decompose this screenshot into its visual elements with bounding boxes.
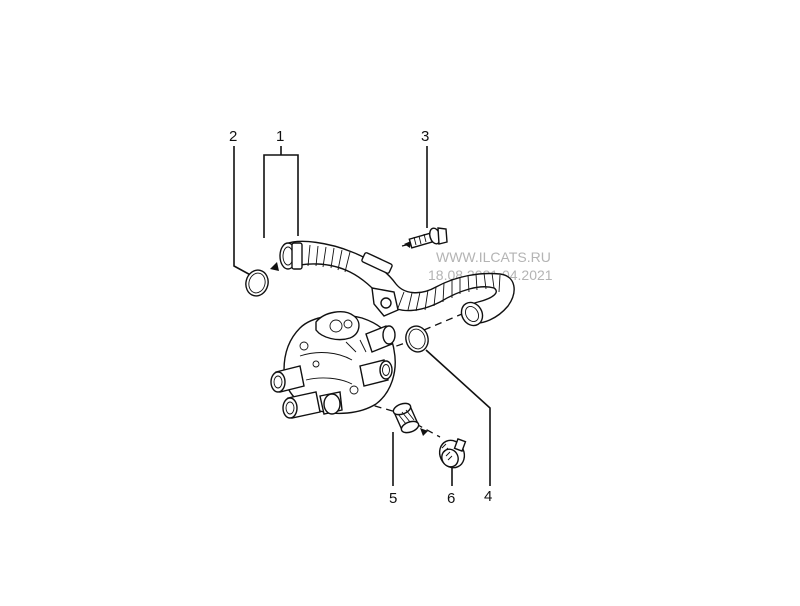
callout-label-4: 4 [484,488,492,505]
part-3-bolt [408,227,448,249]
leader-line-1 [263,154,299,238]
leader-line-4 [425,349,491,486]
part-4-o-ring [405,325,429,353]
leader-lines [233,146,491,486]
part-6-clamp [438,438,467,469]
part-5-insert [392,402,420,434]
callout-label-3: 3 [421,128,429,145]
part-2-o-ring [245,269,269,297]
part-1-coolant-hose [279,240,515,327]
leader-line-2 [233,146,257,279]
callout-label-2: 2 [229,128,237,145]
callout-label-6: 6 [447,490,455,507]
callout-label-5: 5 [389,490,397,507]
callout-label-1: 1 [276,128,284,145]
thermostat-housing [270,311,396,419]
watermark-line-1: WWW.ILCATS.RU [436,249,551,265]
